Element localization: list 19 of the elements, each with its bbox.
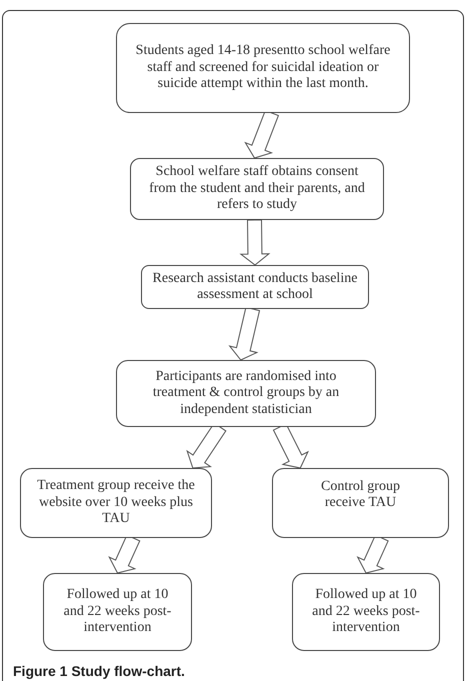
- block-arrow: [228, 306, 260, 361]
- process-box: [141, 265, 369, 309]
- process-box: [292, 573, 440, 651]
- figure-caption: Figure 1 Study flow-chart.: [13, 663, 185, 679]
- box-text: School welfare staff obtains consent from the student and their parents, and refers to study: [148, 164, 366, 214]
- process-box: [116, 23, 410, 113]
- block-arrow: [239, 219, 270, 266]
- box-text: Participants are randomised into treatment & control groups by an independent statistician: [152, 368, 340, 418]
- process-box: [272, 468, 449, 538]
- box-text: Followed up at 10 and 22 weeks post-intervention: [62, 587, 172, 637]
- box-text: Followed up at 10 and 22 weeks post-intervention: [311, 587, 421, 637]
- process-box: [43, 573, 192, 651]
- box-text: Research assistant conducts baseline assessment at school: [152, 270, 358, 304]
- box-text: Students aged 14-18 presentto school welfare staff and screened for suicidal ideation or suicide attempt within the last month.: [134, 43, 392, 93]
- process-box: [20, 468, 212, 538]
- box-text: Control group receive TAU: [320, 478, 401, 512]
- box-text: Treatment group receive the website over 10 weeks plus TAU: [36, 478, 196, 528]
- process-box: [116, 360, 376, 427]
- process-box: [130, 158, 384, 220]
